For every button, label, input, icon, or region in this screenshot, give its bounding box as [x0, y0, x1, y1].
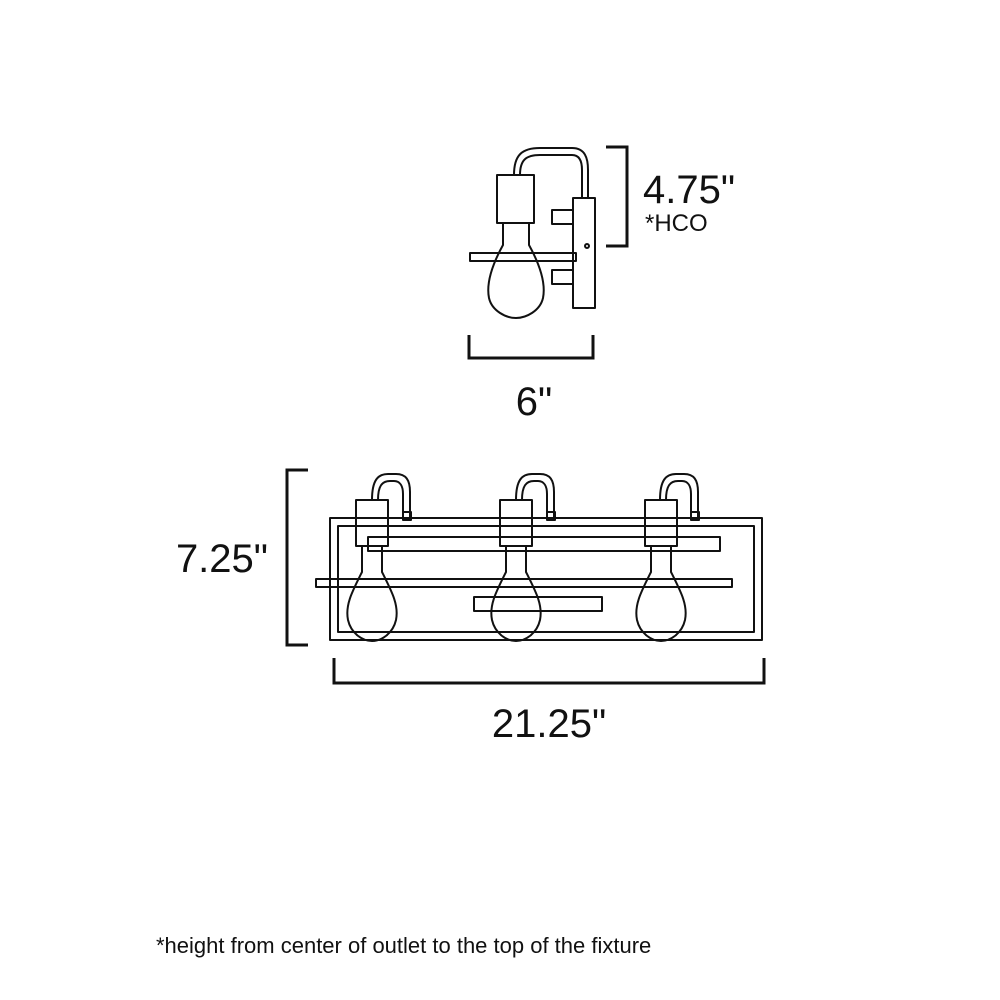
side-height-bracket	[606, 145, 629, 248]
side-width-label: 6"	[516, 380, 552, 424]
front-lamp-2	[490, 473, 556, 642]
front-view-drawing	[315, 473, 763, 642]
front-lamp-1	[346, 473, 412, 642]
front-width-label: 21.25"	[492, 702, 606, 746]
side-view-drawing	[469, 147, 596, 319]
front-width-bracket	[332, 658, 766, 685]
side-height-note: *HCO	[645, 210, 708, 237]
front-height-label: 7.25"	[176, 537, 268, 581]
side-height-label: 4.75"	[643, 168, 735, 212]
front-height-bracket	[285, 468, 308, 647]
footnote: *height from center of outlet to the top…	[156, 933, 651, 958]
front-lamp-3	[635, 473, 700, 642]
side-width-bracket	[467, 335, 595, 360]
